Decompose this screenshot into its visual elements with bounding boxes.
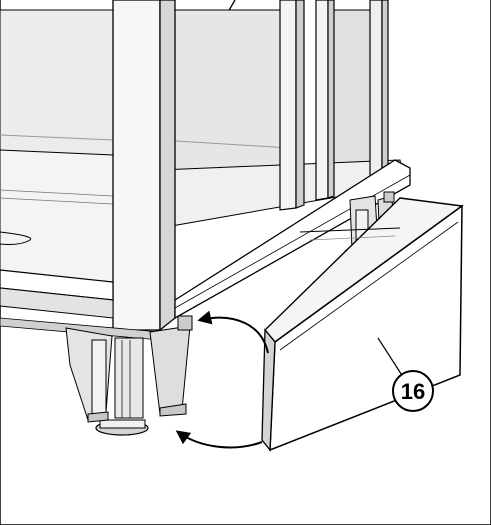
mounting-arrow-top: [197, 310, 269, 354]
mounting-arrow-bottom: [175, 430, 263, 449]
corner-post: [112, 0, 176, 332]
callout-16: 16: [377, 337, 434, 412]
adjustable-foot-left: [65, 315, 193, 436]
callout-label: 16: [401, 379, 425, 404]
